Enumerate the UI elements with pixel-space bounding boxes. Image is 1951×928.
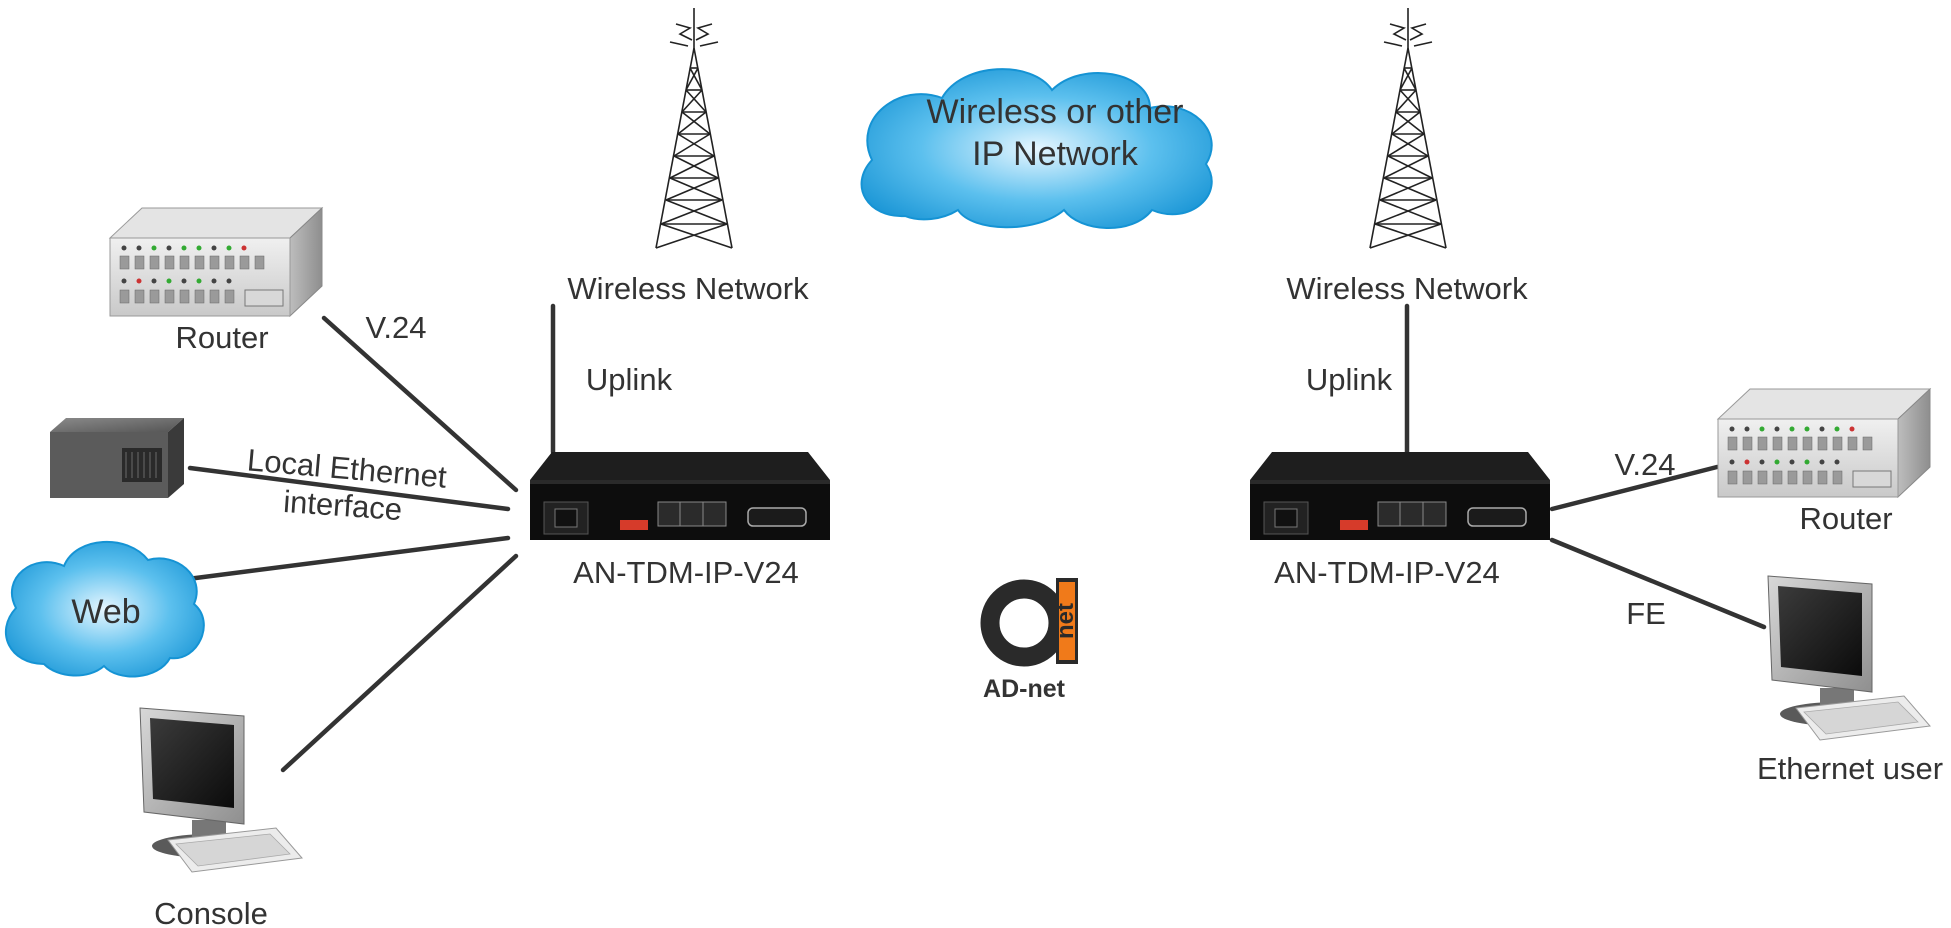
right-an-tdm-ip-v24-device: [1249, 451, 1551, 541]
local-ethernet-box-icon: [50, 418, 184, 498]
right-router-label: Router: [1799, 501, 1892, 536]
left-wireless-tower: [655, 7, 733, 249]
right-device-label: AN-TDM-IP-V24: [1274, 555, 1500, 590]
left-tower-label: Wireless Network: [567, 271, 809, 306]
cloud-label-line1: Wireless or other: [927, 93, 1184, 131]
left-router-label: Router: [175, 320, 268, 355]
ip-network-cloud: Wireless or other IP Network: [860, 68, 1213, 229]
left-uplink-label: Uplink: [586, 362, 673, 397]
web-cloud: Web: [5, 540, 205, 678]
left-router-icon: [109, 207, 323, 317]
left-web-line: [185, 535, 511, 582]
logo-caption: AD-net: [983, 675, 1066, 703]
ad-net-logo: net AD-net: [980, 578, 1079, 703]
right-tower-label: Wireless Network: [1286, 271, 1528, 306]
ethernet-label-line2: interface: [282, 484, 403, 527]
right-connection-lines: [1404, 303, 1767, 630]
ethernet-user-pc-icon: [1767, 575, 1931, 741]
right-router-icon: [1717, 388, 1931, 498]
left-console-line: [280, 553, 519, 773]
right-uplink-label: Uplink: [1306, 362, 1393, 397]
left-v24-label: V.24: [366, 310, 427, 345]
console-label: Console: [154, 896, 268, 928]
right-wireless-tower: [1369, 7, 1447, 249]
right-router-v24-line: [1549, 464, 1720, 512]
left-device-label: AN-TDM-IP-V24: [573, 555, 799, 590]
right-v24-label: V.24: [1615, 447, 1676, 482]
ethernet-user-label: Ethernet user: [1757, 751, 1943, 786]
cloud-label-line2: IP Network: [972, 135, 1139, 173]
right-fe-label: FE: [1626, 596, 1666, 631]
web-label: Web: [71, 593, 140, 631]
logo-net-text: net: [1052, 603, 1079, 639]
left-ethernet-line: [187, 465, 511, 512]
left-an-tdm-ip-v24-device: [529, 451, 831, 541]
left-connection-lines: [185, 303, 556, 773]
right-fe-line: [1549, 537, 1767, 630]
console-pc-icon: [139, 707, 303, 873]
left-router-v24-line: [321, 315, 519, 493]
